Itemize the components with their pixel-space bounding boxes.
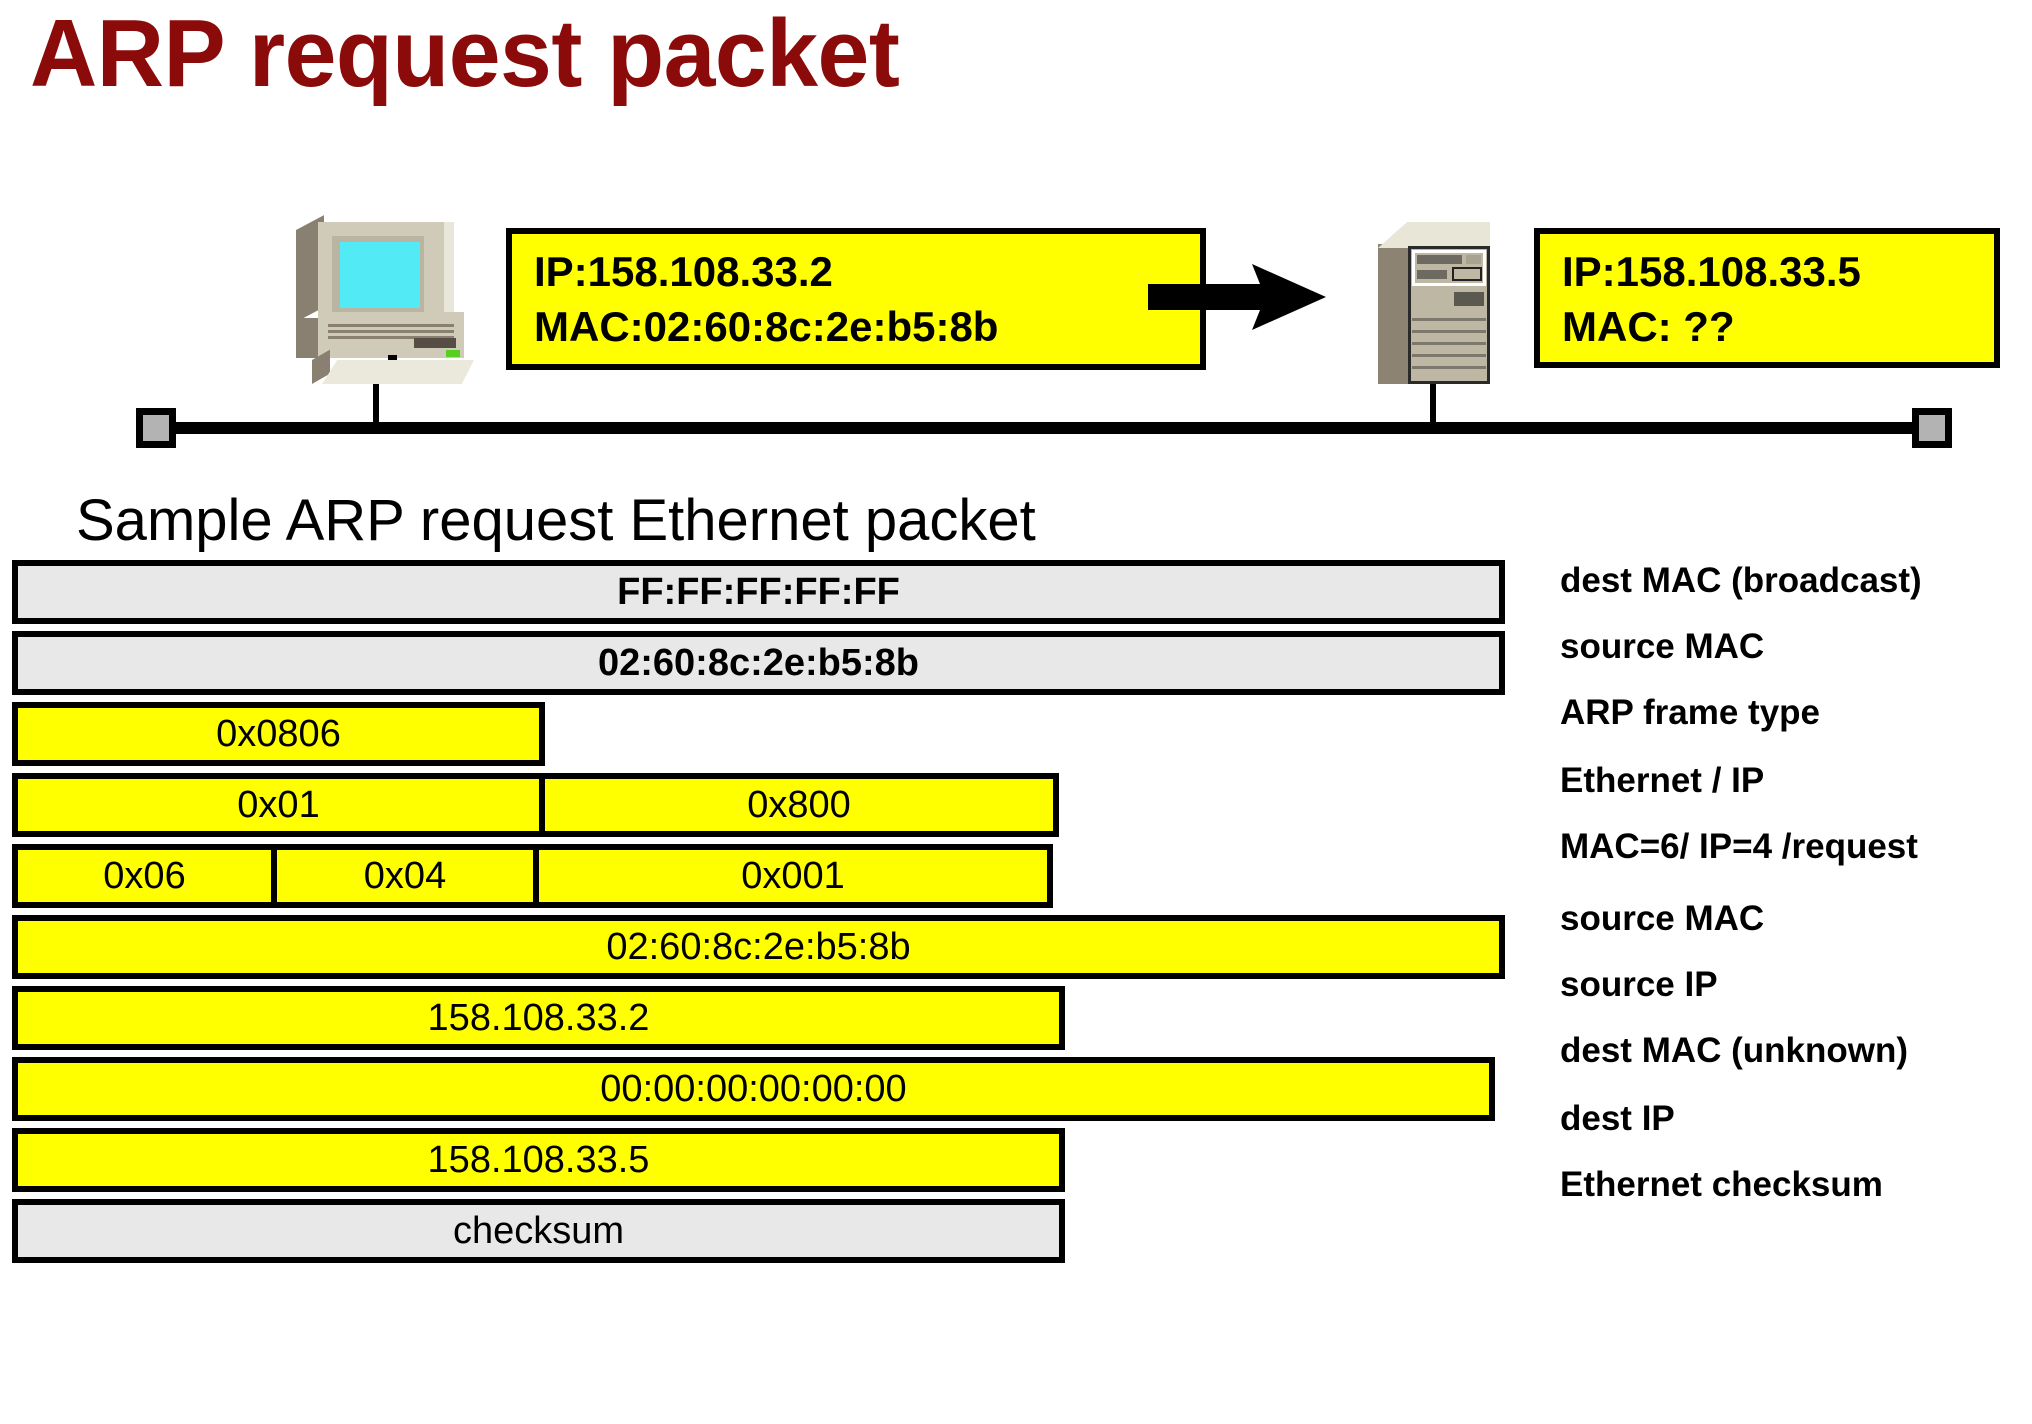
- packet-field-cell: checksum: [12, 1199, 1065, 1263]
- packet-field-cell: 0x800: [539, 773, 1059, 837]
- desktop-computer-icon: [296, 215, 486, 384]
- packet-field-cell: 0x01: [12, 773, 545, 837]
- bus-terminator-right-icon: [1912, 408, 1952, 448]
- packet-field-cell: 0x001: [533, 844, 1053, 908]
- packet-field-cell: 158.108.33.2: [12, 986, 1065, 1050]
- packet-field-label: Ethernet checksum: [1560, 1165, 1883, 1204]
- packet-row: FF:FF:FF:FF:FF: [12, 560, 1532, 624]
- packet-field-label: ARP frame type: [1560, 693, 1821, 732]
- packet-field-label: source MAC: [1560, 899, 1765, 938]
- dest-host-mac: MAC: ??: [1562, 303, 1735, 351]
- packet-row: 02:60:8c:2e:b5:8b: [12, 631, 1532, 695]
- packet-row: 158.108.33.2: [12, 986, 1532, 1050]
- packet-field-label: source IP: [1560, 965, 1718, 1004]
- packet-field-label: Ethernet / IP: [1560, 761, 1765, 800]
- packet-field-cell: 0x04: [271, 844, 539, 908]
- ethernet-bus-line: [140, 422, 1950, 434]
- bus-terminator-left-icon: [136, 408, 176, 448]
- pc-drop-line: [373, 376, 379, 428]
- packet-field-label: dest MAC (unknown): [1560, 1031, 1909, 1070]
- monitor-screen: [340, 242, 420, 308]
- packet-field-label: MAC=6/ IP=4 /request: [1560, 827, 1918, 866]
- source-host-mac: MAC:02:60:8c:2e:b5:8b: [534, 303, 999, 351]
- packet-field-table: FF:FF:FF:FF:FF 02:60:8c:2e:b5:8b 0x0806 0x0…: [12, 560, 1532, 1270]
- packet-row: 0x0806: [12, 702, 1532, 766]
- dest-host-ip: IP:158.108.33.5: [1562, 248, 1861, 295]
- server-tower-icon: [1378, 222, 1490, 384]
- packet-field-cell: 158.108.33.5: [12, 1128, 1065, 1192]
- packet-field-cell: 0x0806: [12, 702, 545, 766]
- packet-row: 158.108.33.5: [12, 1128, 1532, 1192]
- source-host-callout: IP:158.108.33.2 MAC:02:60:8c:2e:b5:8b: [506, 228, 1206, 370]
- page-title: ARP request packet: [30, 0, 900, 107]
- packet-field-cell: 0x06: [12, 844, 277, 908]
- packet-row: 00:00:00:00:00:00: [12, 1057, 1532, 1121]
- packet-field-cell: 02:60:8c:2e:b5:8b: [12, 631, 1505, 695]
- packet-row: checksum: [12, 1199, 1532, 1263]
- right-arrow-icon: [1148, 262, 1328, 332]
- source-host-ip: IP:158.108.33.2: [534, 248, 833, 295]
- network-diagram: IP:158.108.33.2 MAC:02:60:8c:2e:b5:8b IP…: [0, 150, 2032, 460]
- packet-row: 02:60:8c:2e:b5:8b: [12, 915, 1532, 979]
- server-drop-line: [1430, 376, 1436, 428]
- packet-caption: Sample ARP request Ethernet packet: [76, 488, 1036, 553]
- packet-field-label: dest IP: [1560, 1099, 1675, 1138]
- packet-field-label: dest MAC (broadcast): [1560, 561, 1922, 600]
- packet-field-cell: 00:00:00:00:00:00: [12, 1057, 1495, 1121]
- dest-host-callout: IP:158.108.33.5 MAC: ??: [1534, 228, 2000, 368]
- packet-field-label: source MAC: [1560, 627, 1765, 666]
- packet-field-cell: FF:FF:FF:FF:FF: [12, 560, 1505, 624]
- packet-field-cell: 02:60:8c:2e:b5:8b: [12, 915, 1505, 979]
